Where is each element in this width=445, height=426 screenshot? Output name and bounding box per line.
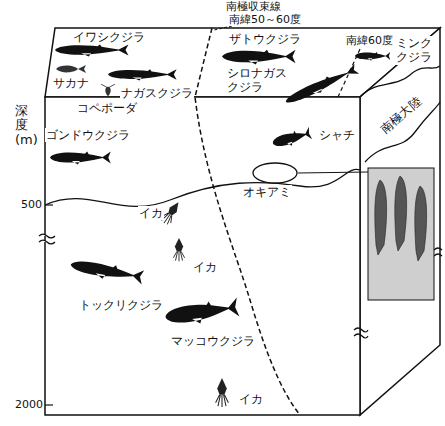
ellipse-outline — [252, 161, 298, 185]
label-text: シャチ — [318, 128, 356, 142]
label-text: マッコウクジラ — [170, 334, 256, 348]
label-text: サカナ — [52, 76, 90, 90]
label-text: ナガスクジラ — [120, 86, 194, 100]
label-text: 南緯50～60度 — [228, 13, 302, 26]
label-text: ザトウクジラ — [228, 32, 302, 46]
label-text: イカ — [192, 260, 218, 274]
axis-title: 深度(m) — [14, 104, 29, 147]
label-text: イカ — [238, 392, 264, 406]
node-label: オキアミ — [242, 185, 292, 199]
label-text: 南緯60度 — [345, 34, 394, 47]
label-text: 500 — [20, 198, 43, 211]
label-text: 2000 — [14, 398, 44, 411]
label-text: イカ — [138, 206, 164, 220]
label-text: イワシクジラ — [72, 30, 146, 44]
label-text: シロナガス クジラ — [226, 66, 292, 95]
label-text: コペポーダ — [76, 101, 138, 115]
label-text: トックリクジラ — [78, 298, 164, 312]
label-text: 南極収束線 — [225, 0, 282, 13]
label-text: ゴンドウクジラ — [45, 128, 131, 142]
krill-ellipse: オキアミ — [242, 161, 292, 199]
label-text: ミンク クジラ — [395, 36, 439, 65]
